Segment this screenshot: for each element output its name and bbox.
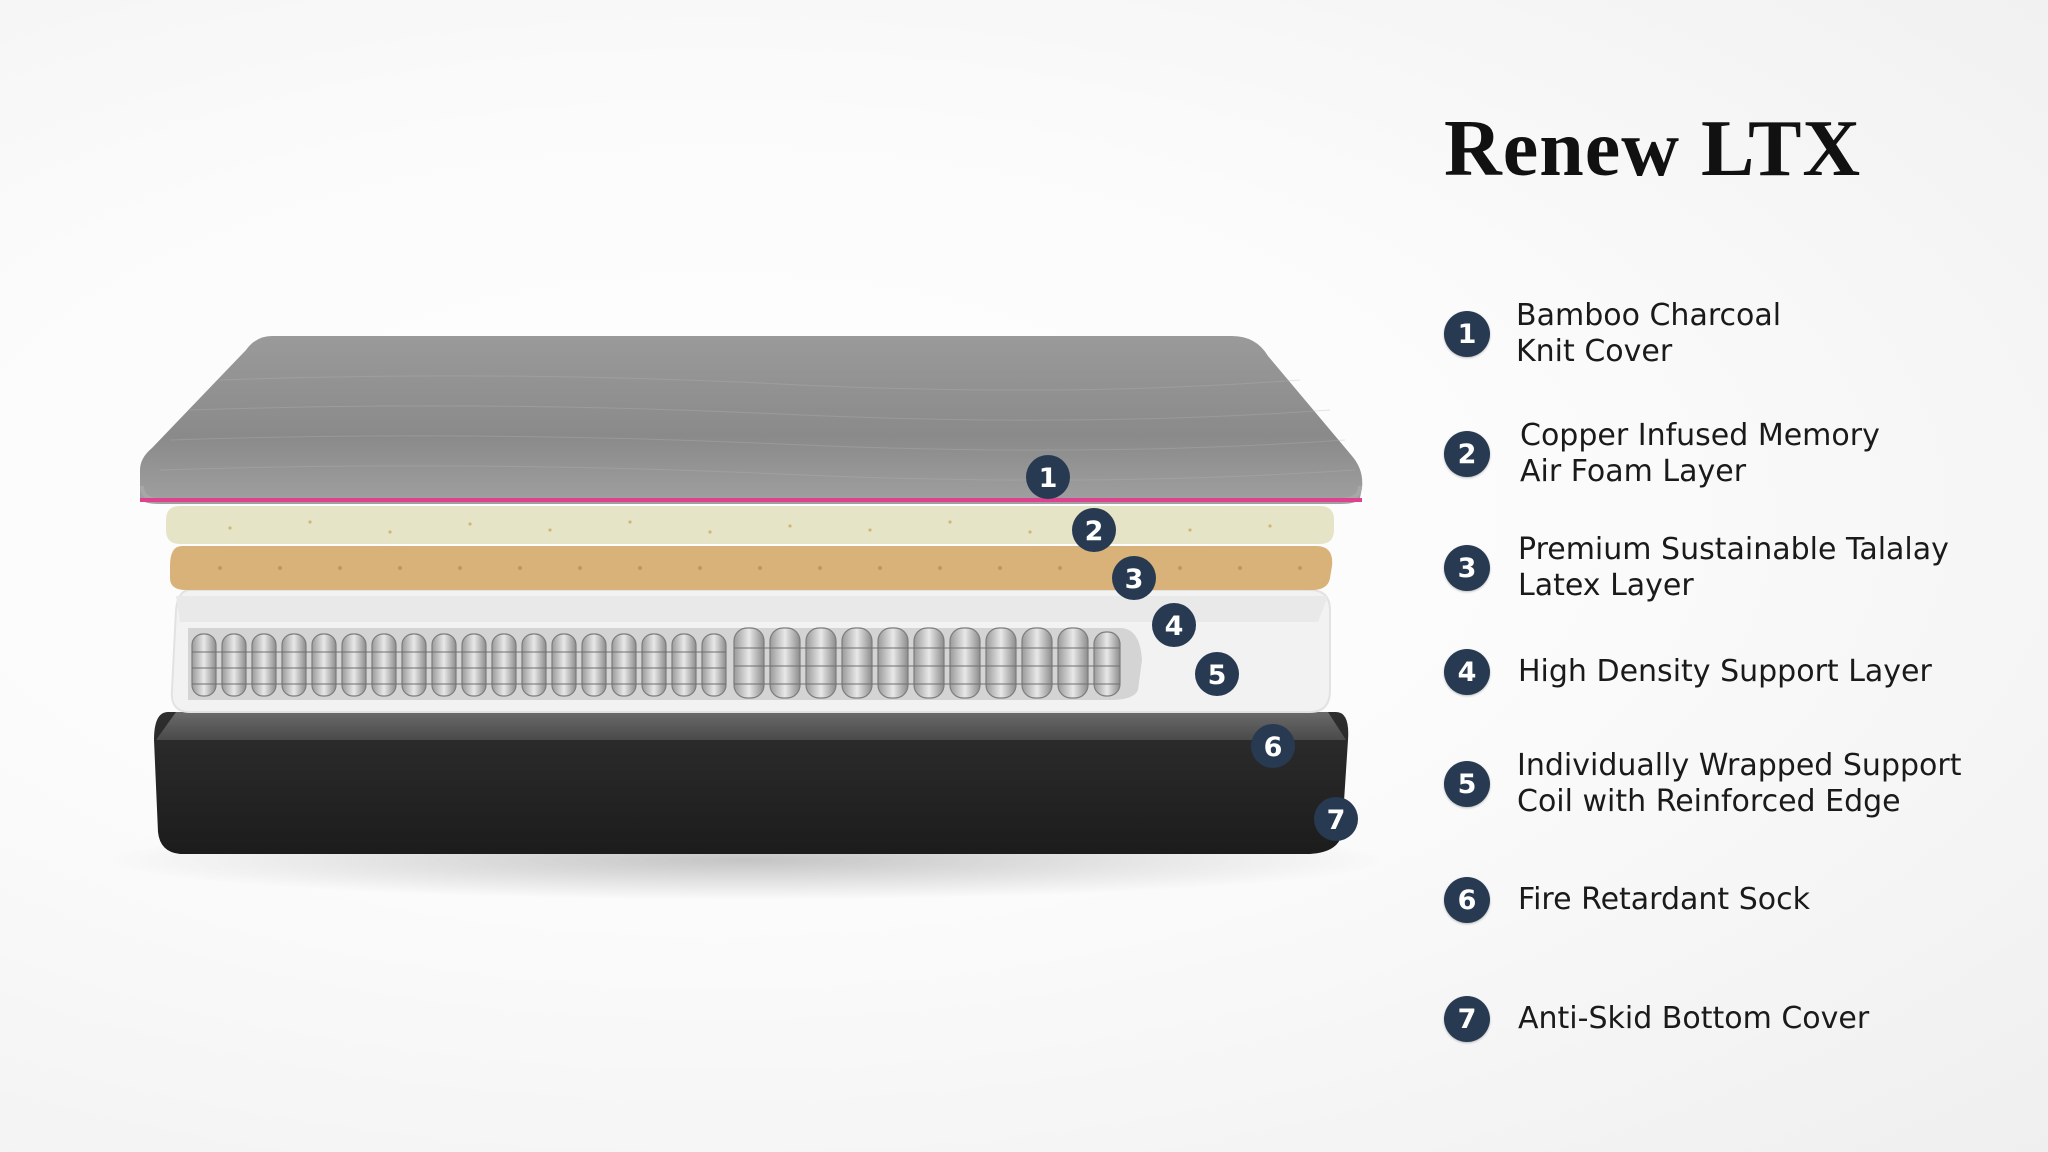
legend-item-7: 7 Anti-Skid Bottom Cover [1444, 979, 2004, 1059]
svg-text:6: 6 [1264, 732, 1283, 763]
legend-label-7: Anti-Skid Bottom Cover [1518, 1001, 2008, 1037]
legend-label-6: Fire Retardant Sock [1518, 882, 2008, 918]
support-foam-top-edge [176, 596, 1328, 622]
legend-label-4: High Density Support Layer [1518, 654, 2008, 690]
layer-latex [170, 546, 1333, 590]
legend-badge-6: 6 [1444, 877, 1490, 923]
legend-label-line: High Density Support Layer [1518, 654, 1932, 689]
legend-badge-4: 4 [1444, 649, 1490, 695]
callout-badge-4: 4 [1152, 603, 1196, 647]
legend-label-3: Premium Sustainable Talalay Latex Layer [1518, 532, 2008, 604]
layer-memory-foam [166, 506, 1334, 544]
svg-text:4: 4 [1165, 611, 1184, 642]
legend-label-line: Knit Cover [1516, 334, 1673, 369]
mattress-cutaway-diagram: 1 2 3 4 5 6 7 [105, 336, 1385, 900]
latex-perforations [218, 566, 1302, 570]
callout-badge-1: 1 [1026, 455, 1070, 499]
callout-badge-6: 6 [1251, 724, 1295, 768]
legend-badge-1: 1 [1444, 311, 1490, 357]
legend-label-1: Bamboo Charcoal Knit Cover [1516, 298, 2006, 370]
pocket-coils [191, 627, 1121, 699]
legend-item-3: 3 Premium Sustainable Talalay Latex Laye… [1444, 528, 2004, 608]
svg-text:1: 1 [1039, 463, 1058, 494]
legend-item-5: 5 Individually Wrapped Support Coil with… [1444, 744, 2004, 824]
layer-bottom-cover [154, 712, 1349, 854]
legend-label-line: Individually Wrapped Support [1517, 748, 1962, 783]
layer-fire-retardant-sock [156, 712, 1346, 740]
layer-knit-cover-top [140, 336, 1363, 504]
legend-badge-2: 2 [1444, 431, 1490, 477]
legend-label-line: Anti-Skid Bottom Cover [1518, 1001, 1870, 1036]
legend-badge-5: 5 [1444, 761, 1490, 807]
legend-label-line: Copper Infused Memory [1520, 418, 1880, 453]
callout-badge-2: 2 [1072, 508, 1116, 552]
callout-badges: 1 2 3 4 5 6 7 [1026, 455, 1358, 841]
callout-badge-7: 7 [1314, 797, 1358, 841]
svg-text:7: 7 [1327, 805, 1346, 836]
product-title: Renew LTX [1444, 105, 1862, 193]
legend-label-line: Bamboo Charcoal [1516, 298, 1782, 333]
svg-text:5: 5 [1208, 660, 1227, 691]
legend-item-4: 4 High Density Support Layer [1444, 632, 2004, 712]
legend-item-2: 2 Copper Infused Memory Air Foam Layer [1444, 414, 2004, 494]
legend-item-1: 1 Bamboo Charcoal Knit Cover [1444, 294, 2004, 374]
legend-label-5: Individually Wrapped Support Coil with R… [1517, 748, 2007, 820]
svg-text:3: 3 [1125, 564, 1144, 595]
legend-badge-7: 7 [1444, 996, 1490, 1042]
knit-texture [159, 375, 1356, 481]
legend-label-line: Fire Retardant Sock [1518, 882, 1810, 917]
legend-item-6: 6 Fire Retardant Sock [1444, 860, 2004, 940]
legend-label-2: Copper Infused Memory Air Foam Layer [1520, 418, 2010, 490]
legend-label-line: Air Foam Layer [1520, 454, 1747, 489]
callout-badge-3: 3 [1112, 556, 1156, 600]
legend-badge-3: 3 [1444, 545, 1490, 591]
legend-label-line: Coil with Reinforced Edge [1517, 784, 1901, 819]
legend-label-line: Premium Sustainable Talalay [1518, 532, 1949, 567]
svg-text:2: 2 [1085, 516, 1104, 547]
callout-badge-5: 5 [1195, 652, 1239, 696]
legend-label-line: Latex Layer [1518, 568, 1694, 603]
